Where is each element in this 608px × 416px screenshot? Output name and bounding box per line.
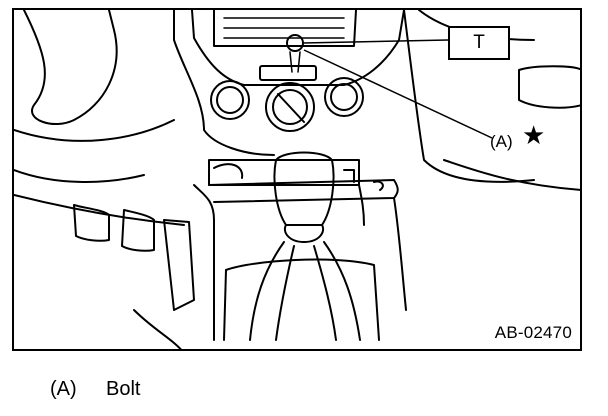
figure-id: AB-02470 (494, 323, 572, 342)
legend: (A) Bolt (50, 378, 140, 401)
leader-lines (302, 39, 493, 139)
legend-label: Bolt (106, 378, 141, 400)
tool-callout-box: T (448, 26, 510, 60)
legend-key: (A) (50, 378, 77, 400)
star-icon: ★ (522, 120, 546, 150)
bolt-callout-label: (A) (490, 132, 513, 151)
tool-callout-label: T (473, 32, 485, 53)
illustration-frame: T (A) ★ AB-02470 (12, 8, 582, 351)
